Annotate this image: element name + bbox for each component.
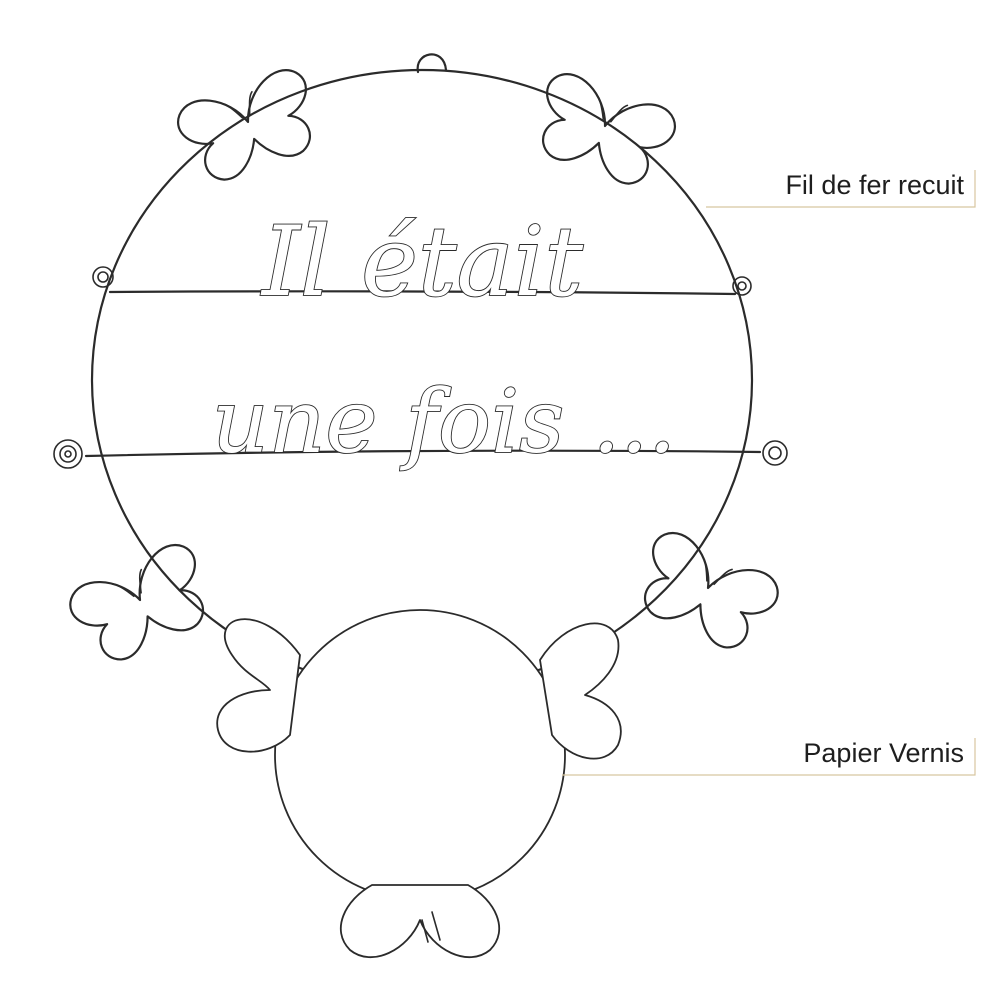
callout-label-paper: Papier Vernis [803,738,964,768]
butterfly-top-right [524,67,682,195]
paper-piece [216,609,622,959]
paper-wing-left [216,618,301,753]
butterfly-top-left [171,63,329,191]
wire-bar-top [108,290,737,296]
spiral-top-right [732,276,752,296]
spiral-top-left [92,266,114,288]
spiral-middle-right [762,440,788,466]
callout-label-wire: Fil de fer recuit [785,170,964,200]
hanging-loop [416,53,448,74]
spiral-middle-left [53,439,83,469]
wire-text-line-1: Il était [260,206,583,318]
paper-wing-bottom [339,884,501,959]
wire-bar-middle [84,449,762,458]
callout-line-paper [562,738,976,776]
callout-line-wire [706,170,976,208]
paper-wing-right [539,622,622,760]
butterfly-bottom-left [62,536,222,673]
wire-text-line-2: une fois ... [212,370,676,473]
butterfly-bottom-right [626,524,786,661]
